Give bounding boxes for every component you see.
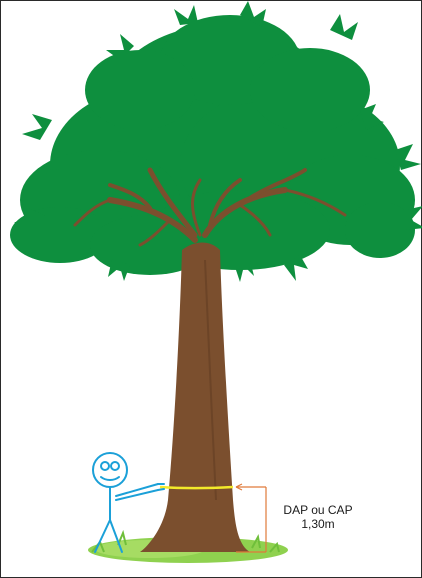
measuring-tape	[160, 487, 233, 488]
dap-cap-label-line1: DAP ou CAP	[270, 503, 366, 517]
dap-cap-label-line2: 1,30m	[270, 517, 366, 531]
tree-trunk	[140, 243, 250, 553]
person-figure	[93, 453, 164, 552]
tree-canopy	[10, 1, 422, 282]
dap-cap-label: DAP ou CAP 1,30m	[270, 503, 366, 531]
